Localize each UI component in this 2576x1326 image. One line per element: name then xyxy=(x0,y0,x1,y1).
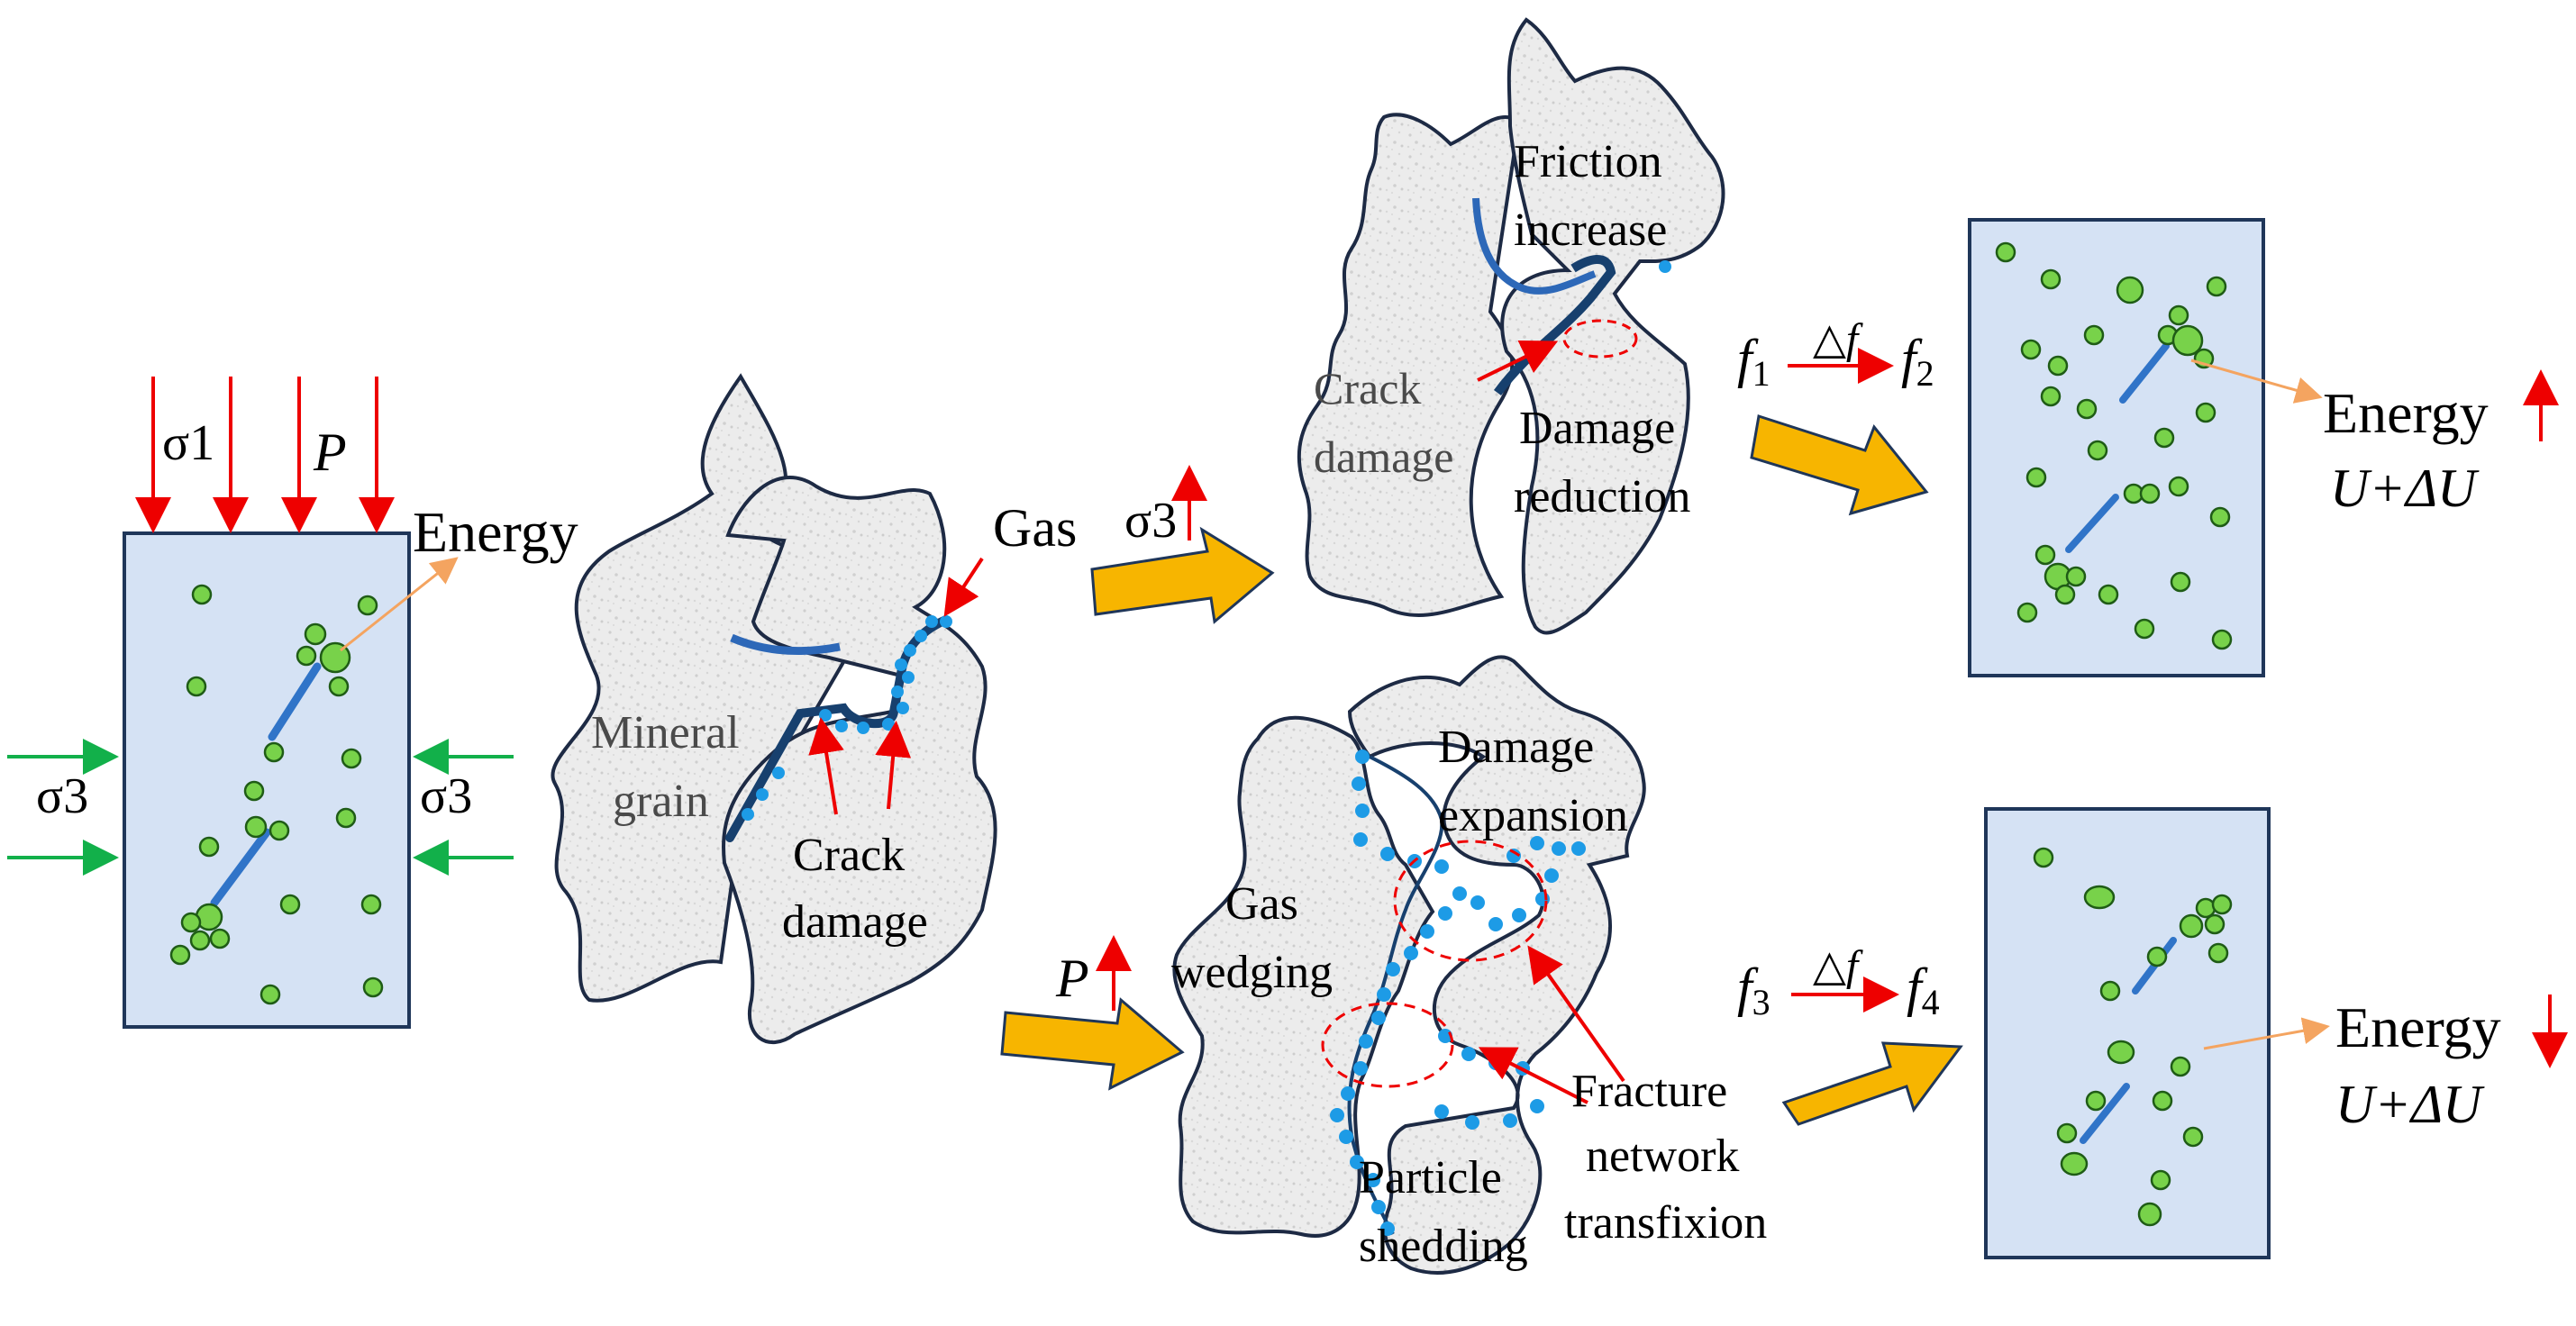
branch-arrow-top xyxy=(1090,526,1275,624)
frequency-bottom: f3 △f f4 xyxy=(1737,942,1940,1022)
friction-label: Friction xyxy=(1514,136,1662,187)
wedging-zone-ellipse xyxy=(1321,1002,1454,1088)
top-crack-channel-edge xyxy=(1472,197,1597,295)
sigma3-label-top: σ3 xyxy=(1124,493,1177,549)
delta-f-bottom: △f xyxy=(1813,942,1863,990)
damage-reduction-label-1: Damage xyxy=(1519,403,1675,454)
damage-expansion-label-1: Damage xyxy=(1438,722,1594,773)
fracture-label-1: Fracture xyxy=(1571,1066,1727,1117)
energy-release-arrow xyxy=(2203,1017,2330,1050)
right-top-specimen: Energy U+ΔU xyxy=(1968,218,2559,677)
specimen-box xyxy=(1984,807,2271,1259)
crack-label-top: Crack xyxy=(1314,363,1421,413)
top-grain: Friction increase Crack damage Damage re… xyxy=(1297,17,1725,635)
damage-pointer-arrow xyxy=(1477,341,1559,382)
particle-label-1: Particle xyxy=(1359,1152,1502,1203)
fracture-pointer-arrow xyxy=(1478,1047,1588,1104)
crack-line xyxy=(210,828,271,907)
specimen-box xyxy=(123,531,411,1029)
sigma3-label-right: σ3 xyxy=(420,768,472,824)
energy-label-top: Energy xyxy=(2323,381,2489,445)
u-label-top: U+ΔU xyxy=(2330,459,2480,518)
gas-pointer-arrow xyxy=(943,557,984,617)
gas-dot xyxy=(1659,260,1671,273)
fracture-label-3: transfixion xyxy=(1564,1197,1767,1249)
sigma3-label-left: σ3 xyxy=(36,768,88,824)
frequency-top: f1 △f f2 xyxy=(1737,315,1934,394)
bottom-grain-left xyxy=(1172,715,1435,1238)
gas-wedging-label-2: wedging xyxy=(1171,947,1333,998)
center-grain: Gas Mineral grain Crack damage xyxy=(551,373,1077,1045)
branch-arrow-bottom xyxy=(1000,997,1185,1091)
left-specimen: σ1 P Energy σ3 σ3 xyxy=(7,377,578,1029)
bottom-grain: Damage expansion Gas wedging Particle sh… xyxy=(1171,655,1767,1275)
energy-label-bottom: Energy xyxy=(2335,995,2501,1059)
crack-pointer-arrow xyxy=(875,721,912,810)
load-arrows-sigma1 xyxy=(135,377,395,533)
svg-text:f1: f1 xyxy=(1737,329,1770,394)
confining-arrows xyxy=(7,739,514,876)
bottom-grain-right xyxy=(1347,655,1646,1275)
result-arrow-bottom xyxy=(1781,1041,1963,1126)
gas-wedging-label-1: Gas xyxy=(1225,878,1298,930)
grain-label: grain xyxy=(613,776,709,827)
svg-text:f2: f2 xyxy=(1901,329,1934,394)
crack-pointer-arrow xyxy=(808,717,844,815)
damage-zone-ellipse xyxy=(1562,319,1638,359)
energy-release-arrow xyxy=(2190,359,2323,404)
svg-text:f4: f4 xyxy=(1907,958,1940,1022)
particles xyxy=(169,584,384,1005)
crack-line xyxy=(268,662,322,741)
p-load-label: P xyxy=(313,422,347,482)
svg-text:f3: f3 xyxy=(1737,958,1770,1022)
top-grain-right xyxy=(1500,17,1725,635)
fracture-label-2: network xyxy=(1586,1131,1739,1182)
crack-label: Crack xyxy=(793,830,905,881)
particles xyxy=(1995,241,2233,650)
crack-line xyxy=(2065,494,2119,553)
result-arrow-top xyxy=(1750,414,1929,516)
p-label-bottom: P xyxy=(1055,949,1089,1008)
u-label-bottom: U+ΔU xyxy=(2335,1075,2485,1134)
damage-expansion-label-2: expansion xyxy=(1438,790,1628,841)
expansion-zone-ellipse xyxy=(1393,840,1548,962)
particle-label-2: shedding xyxy=(1359,1221,1528,1272)
fracture-pointer-arrow xyxy=(1527,945,1625,1083)
crack-line xyxy=(2080,1083,2130,1144)
right-bottom-specimen: Energy U+ΔU xyxy=(1984,807,2568,1259)
gas-label: Gas xyxy=(993,498,1077,558)
damage-label: damage xyxy=(782,896,928,948)
top-grain-left xyxy=(1297,113,1522,617)
energy-release-arrow xyxy=(340,557,459,652)
delta-f-top: △f xyxy=(1813,315,1863,363)
particles xyxy=(2033,847,2233,1227)
increase-label: increase xyxy=(1514,204,1667,256)
energy-label-left: Energy xyxy=(413,500,578,564)
damage-label-top: damage xyxy=(1314,431,1453,482)
damage-reduction-label-2: reduction xyxy=(1514,471,1690,522)
crack-line xyxy=(2119,342,2170,404)
crack-channel-top xyxy=(730,633,841,656)
mineral-label: Mineral xyxy=(591,707,740,758)
sigma1-label: σ1 xyxy=(162,415,214,471)
